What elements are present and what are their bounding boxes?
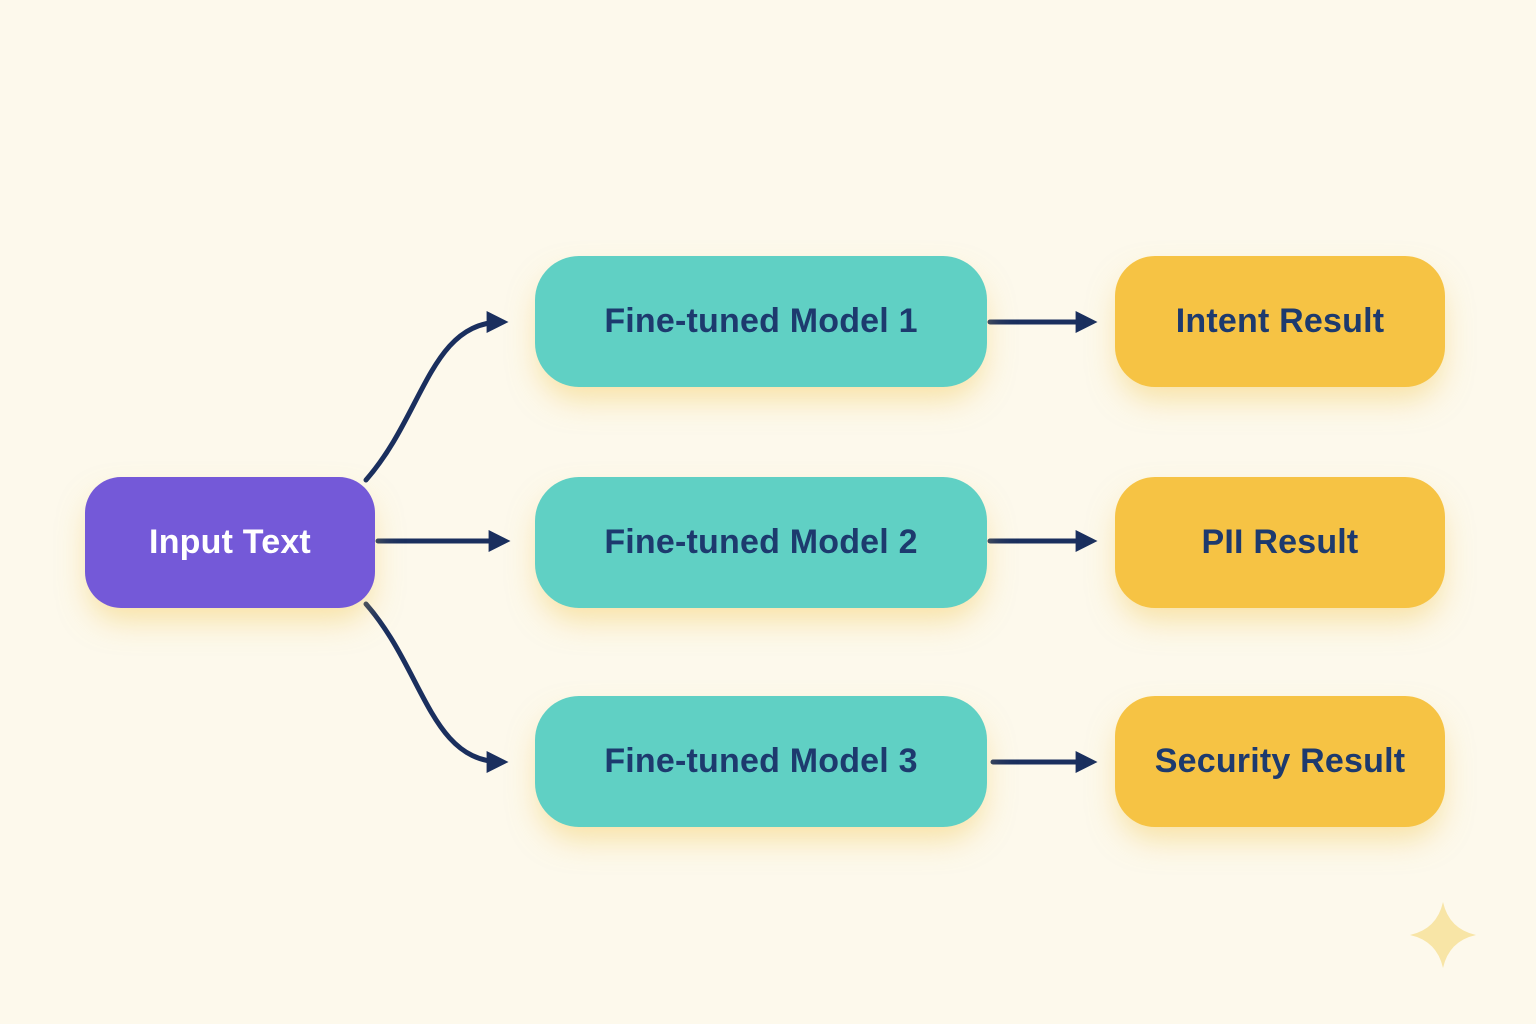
node-fine-tuned-model-2-label: Fine-tuned Model 2 (604, 523, 918, 561)
node-intent-result-label: Intent Result (1175, 302, 1385, 340)
node-security-result: Security Result (1115, 696, 1445, 827)
node-security-result-label: Security Result (1154, 742, 1406, 780)
node-intent-result: Intent Result (1115, 256, 1445, 387)
node-fine-tuned-model-2: Fine-tuned Model 2 (535, 477, 987, 608)
node-pii-result: PII Result (1115, 477, 1445, 608)
node-fine-tuned-model-3: Fine-tuned Model 3 (535, 696, 987, 827)
node-fine-tuned-model-1-label: Fine-tuned Model 1 (604, 302, 918, 340)
node-fine-tuned-model-3-label: Fine-tuned Model 3 (604, 742, 918, 780)
edge-input-to-model1 (363, 311, 509, 483)
node-input-text-label: Input Text (149, 523, 311, 561)
edge-input-to-model3 (363, 601, 509, 773)
node-fine-tuned-model-1: Fine-tuned Model 1 (535, 256, 987, 387)
node-input-text: Input Text (85, 477, 375, 608)
sparkle-icon (1410, 902, 1476, 968)
node-pii-result-label: PII Result (1201, 523, 1359, 561)
